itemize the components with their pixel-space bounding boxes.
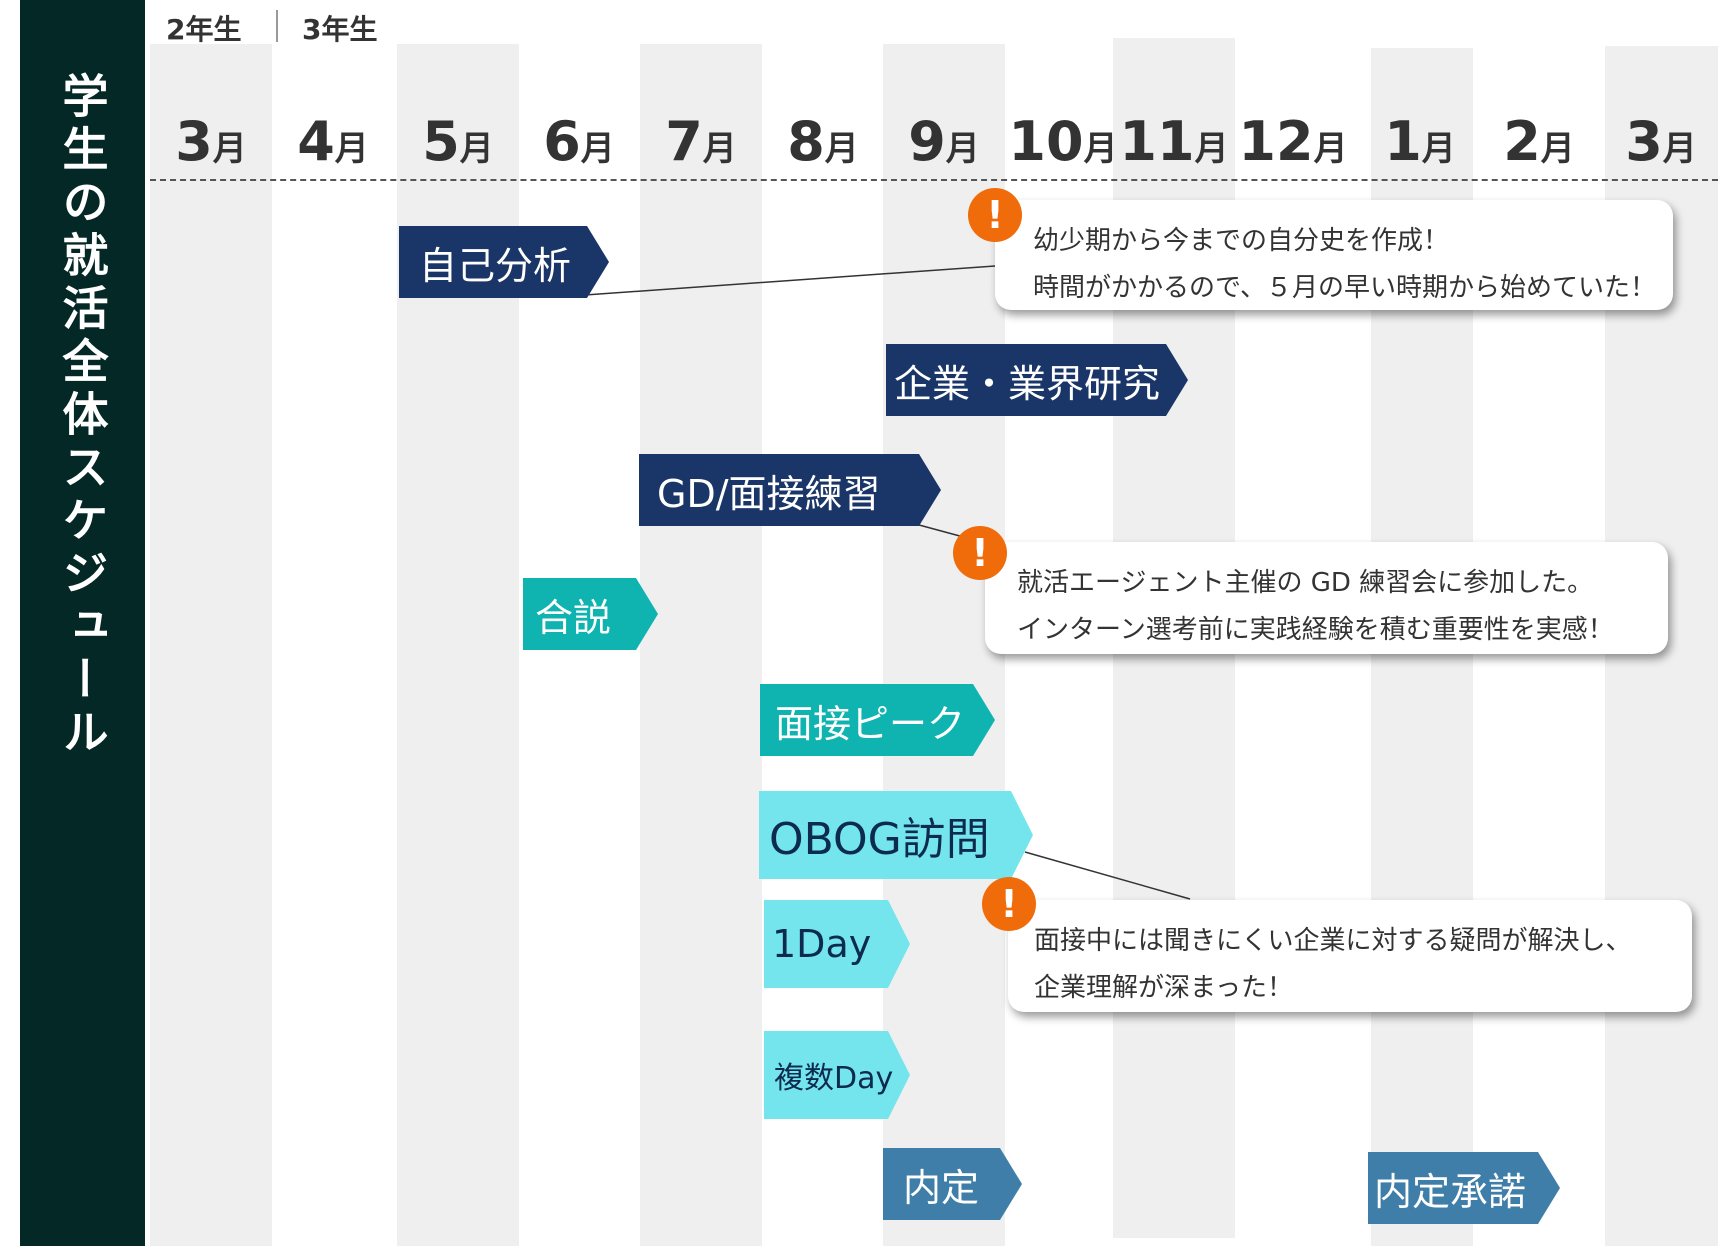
task-obog-visit: OBOG訪問 <box>759 791 1033 879</box>
task-job-offer: 内定 <box>883 1148 1022 1220</box>
note-line: 企業理解が深まった！ <box>1034 973 1293 1003</box>
month-label: 7月 <box>665 110 737 173</box>
month-label: 6月 <box>543 110 615 173</box>
month-label: 2月 <box>1503 110 1575 173</box>
note-line: 時間がかかるので、５月の早い時期から始めていた！ <box>1033 273 1656 303</box>
month-label: 1月 <box>1384 110 1456 173</box>
month-label: 11月 <box>1119 110 1229 173</box>
task-interview-peak: 面接ピーク <box>760 684 995 756</box>
sidebar-title: 学生の就活全体スケジュール <box>55 72 110 761</box>
month-column-stripe <box>640 44 762 1246</box>
note-line: 就活エージェント主催の GD 練習会に参加した。 <box>1017 568 1594 598</box>
month-column-stripe <box>150 44 272 1246</box>
year-label-3: 3年生 <box>302 13 378 46</box>
month-column-stripe <box>883 44 1005 1246</box>
month-label: 9月 <box>908 110 980 173</box>
sidebar: 学生の就活全体スケジュール <box>20 0 145 1246</box>
task-gd-interview-practice: GD/面接練習 <box>639 454 941 526</box>
year-divider <box>276 10 278 42</box>
month-label: 12月 <box>1238 110 1348 173</box>
task-self-analysis: 自己分析 <box>399 226 609 298</box>
note-line: 幼少期から今までの自分史を作成！ <box>1033 226 1450 256</box>
task-industry-research: 企業・業界研究 <box>886 344 1188 416</box>
connector-line <box>1024 851 1191 900</box>
alert-icon: ! <box>982 877 1036 931</box>
task-offer-acceptance: 内定承諾 <box>1368 1152 1560 1224</box>
month-label: 5月 <box>422 110 494 173</box>
month-label: 3月 <box>175 110 247 173</box>
note-callout-3: 面接中には聞きにくい企業に対する疑問が解決し、 企業理解が深まった！ <box>1008 900 1692 1012</box>
month-label: 3月 <box>1625 110 1697 173</box>
year-label-2: 2年生 <box>166 13 242 46</box>
note-line: 面接中には聞きにくい企業に対する疑問が解決し、 <box>1034 926 1632 956</box>
note-line: インターン選考前に実践経験を積む重要性を実感！ <box>1017 615 1614 645</box>
connector-line <box>584 265 996 296</box>
month-label: 10月 <box>1008 110 1118 173</box>
note-callout-2: 就活エージェント主催の GD 練習会に参加した。 インターン選考前に実践経験を積… <box>985 542 1668 654</box>
alert-icon: ! <box>953 526 1007 580</box>
month-label: 4月 <box>297 110 369 173</box>
task-multi-day-internship: 複数Day <box>764 1031 910 1119</box>
timeline-divider <box>150 179 1718 181</box>
alert-icon: ! <box>968 188 1022 242</box>
note-callout-1: 幼少期から今までの自分史を作成！ 時間がかかるので、５月の早い時期から始めていた… <box>995 200 1673 310</box>
month-label: 8月 <box>787 110 859 173</box>
task-job-fair: 合説 <box>523 578 658 650</box>
task-1day-internship: 1Day <box>764 900 910 988</box>
